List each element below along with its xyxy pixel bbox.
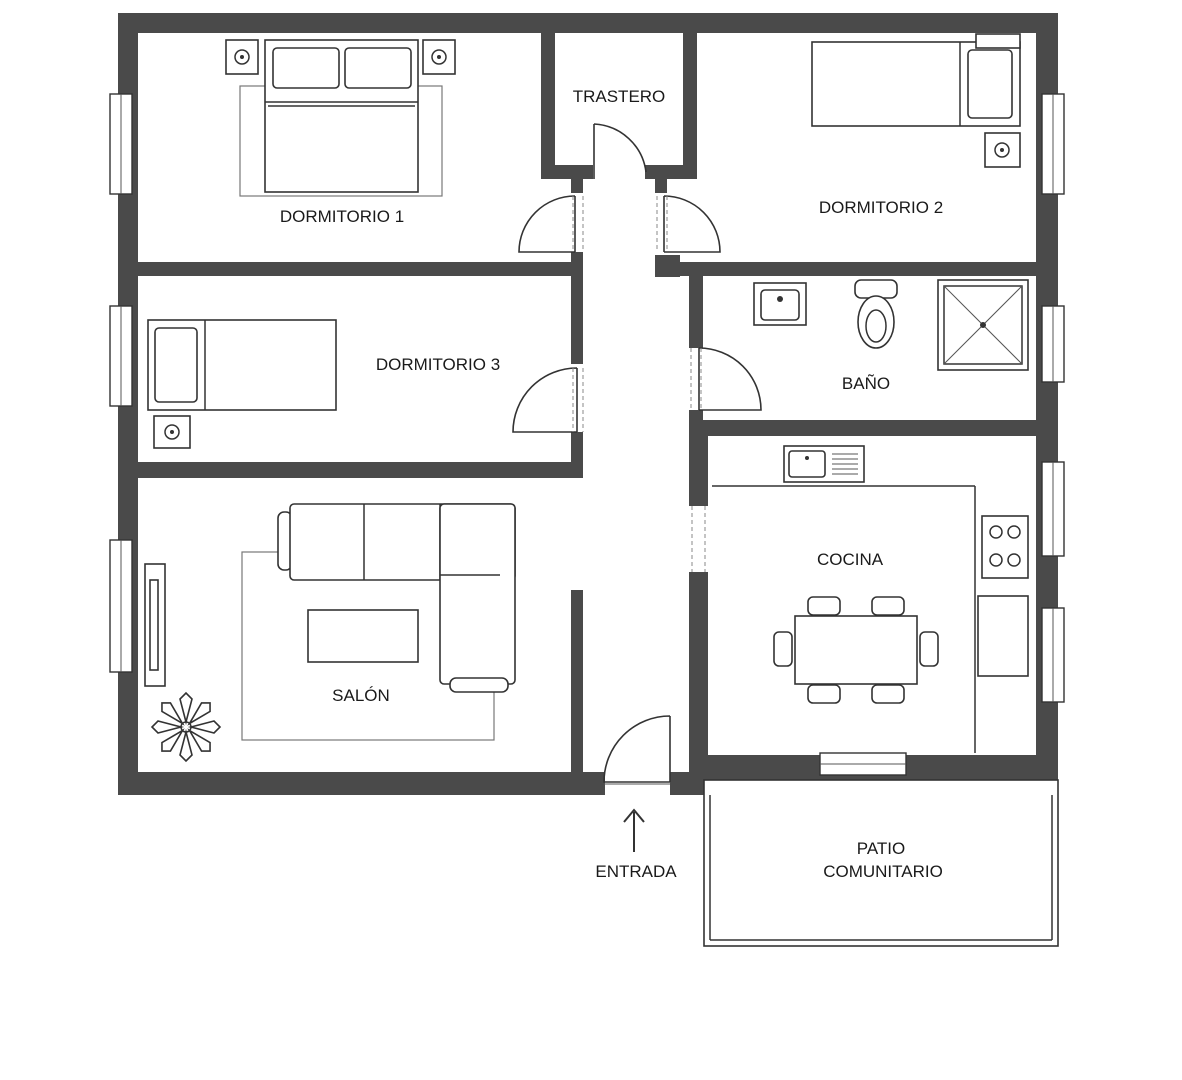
patio-outline xyxy=(703,779,1059,947)
room-label-trastero: TRASTERO xyxy=(573,87,666,106)
room-label-patio-line-2: COMUNITARIO xyxy=(823,862,943,881)
room-label-bano: BAÑO xyxy=(842,374,890,393)
room-label-dormitorio-1: DORMITORIO 1 xyxy=(280,207,404,226)
room-label-salon: SALÓN xyxy=(332,686,390,705)
salon-furniture xyxy=(144,503,516,763)
plant-icon xyxy=(150,691,222,763)
bano-furniture xyxy=(753,279,1029,371)
room-label-cocina: COCINA xyxy=(817,550,884,569)
doors xyxy=(512,123,762,785)
drainer-lines xyxy=(832,453,858,475)
walls xyxy=(118,13,1058,795)
dormitorio-2-furniture xyxy=(811,33,1021,168)
room-label-dormitorio-2: DORMITORIO 2 xyxy=(819,198,943,217)
dormitorio-1-furniture xyxy=(225,39,456,197)
cocina-furniture xyxy=(712,445,1029,753)
room-label-patio-line-1: PATIO xyxy=(857,839,906,858)
windows xyxy=(109,93,1065,776)
entrance-arrow-icon xyxy=(623,808,645,852)
room-label-dormitorio-3: DORMITORIO 3 xyxy=(376,355,500,374)
entrance-label: ENTRADA xyxy=(595,862,677,881)
dormitorio-3-furniture xyxy=(147,319,337,449)
